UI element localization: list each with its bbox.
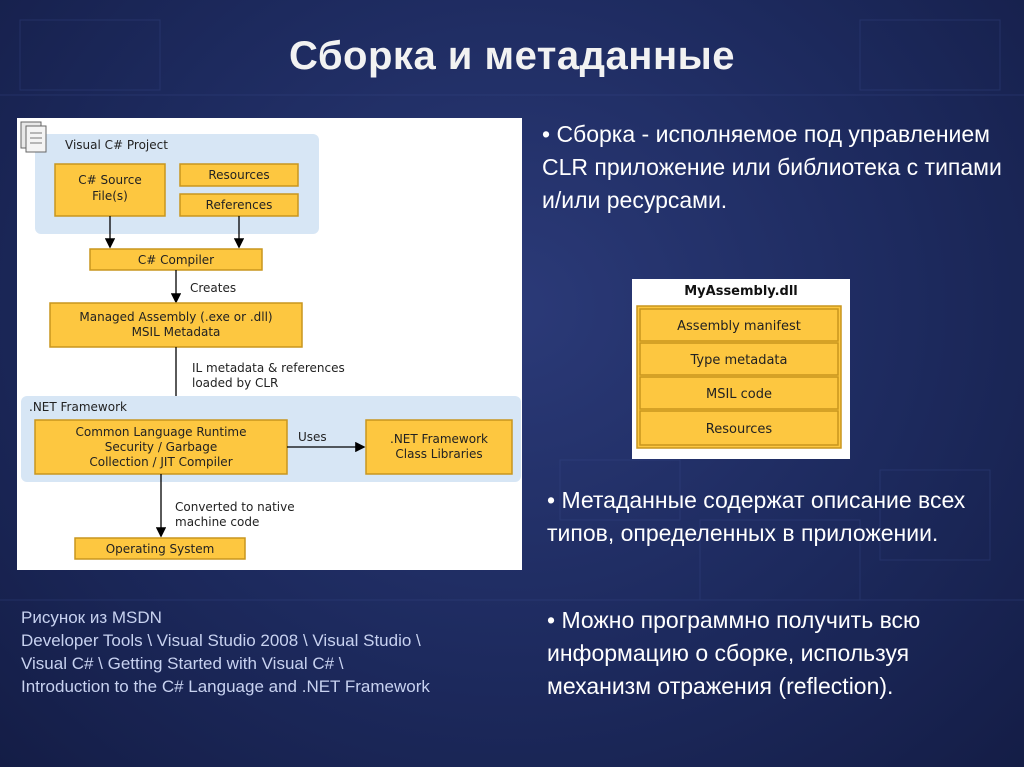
caption-line: Introduction to the C# Language and .NET… xyxy=(21,677,430,696)
figure-caption: Рисунок из MSDN Developer Tools \ Visual… xyxy=(21,606,521,698)
il-note-line1: IL metadata & references xyxy=(192,361,345,375)
assembly-title: MyAssembly.dll xyxy=(684,284,798,299)
os-label: Operating System xyxy=(106,542,215,556)
creates-label: Creates xyxy=(190,281,236,295)
slide-title: Сборка и метаданные xyxy=(288,34,736,78)
assembly-row-label: Type metadata xyxy=(690,353,788,368)
folder-icon xyxy=(20,121,47,153)
project-group-label: Visual C# Project xyxy=(65,138,168,152)
assembly-row-resources xyxy=(639,410,839,446)
compilation-diagram: Visual C# Project C# Source File(s) Reso… xyxy=(17,118,522,570)
bullet-assembly-definition: • Сборка - исполняемое под управлением C… xyxy=(542,121,1002,213)
class-libraries-line1: .NET Framework xyxy=(390,432,488,446)
resources-box xyxy=(179,163,299,187)
compilation-diagram-svg: Visual C# Project C# Source File(s) Reso… xyxy=(20,121,521,560)
managed-assembly-box xyxy=(49,302,303,348)
assembly-row-manifest xyxy=(639,308,839,342)
uses-label: Uses xyxy=(298,430,327,444)
caption-line: Developer Tools \ Visual Studio 2008 \ V… xyxy=(21,631,421,650)
il-note-line2: loaded by CLR xyxy=(192,376,278,390)
converted-line2: machine code xyxy=(175,515,259,529)
assembly-row-label: Resources xyxy=(706,422,773,437)
compiler-label: C# Compiler xyxy=(138,253,214,267)
class-libraries-line2: Class Libraries xyxy=(395,447,482,461)
source-files-box xyxy=(54,163,166,217)
class-libraries-box xyxy=(365,419,513,475)
managed-assembly-line1: Managed Assembly (.exe or .dll) xyxy=(79,310,272,324)
bullet-reflection: • Можно программно получить всю информац… xyxy=(547,607,921,699)
references-label: References xyxy=(206,198,273,212)
assembly-row-label: MSIL code xyxy=(706,387,772,402)
resources-label: Resources xyxy=(208,168,269,182)
os-box xyxy=(74,537,246,560)
assembly-structure-svg: MyAssembly.dll Assembly manifest Type me… xyxy=(636,284,842,449)
source-files-line2: File(s) xyxy=(92,189,128,203)
clr-line1: Common Language Runtime xyxy=(75,425,246,439)
source-files-line1: C# Source xyxy=(78,173,141,187)
assembly-structure-diagram: MyAssembly.dll Assembly manifest Type me… xyxy=(632,279,850,459)
bullet-metadata-description: • Метаданные содержат описание всех типо… xyxy=(547,487,966,546)
framework-group-label: .NET Framework xyxy=(29,400,127,414)
assembly-row-msil xyxy=(639,376,839,410)
assembly-row-type-metadata xyxy=(639,342,839,376)
managed-assembly-line2: MSIL Metadata xyxy=(132,325,221,339)
assembly-row-label: Assembly manifest xyxy=(677,319,801,334)
clr-box xyxy=(34,419,288,475)
converted-line1: Converted to native xyxy=(175,500,295,514)
clr-line3: Collection / JIT Compiler xyxy=(89,455,232,469)
clr-line2: Security / Garbage xyxy=(105,440,218,454)
caption-line: Visual C# \ Getting Started with Visual … xyxy=(21,654,344,673)
caption-line: Рисунок из MSDN xyxy=(21,608,162,627)
